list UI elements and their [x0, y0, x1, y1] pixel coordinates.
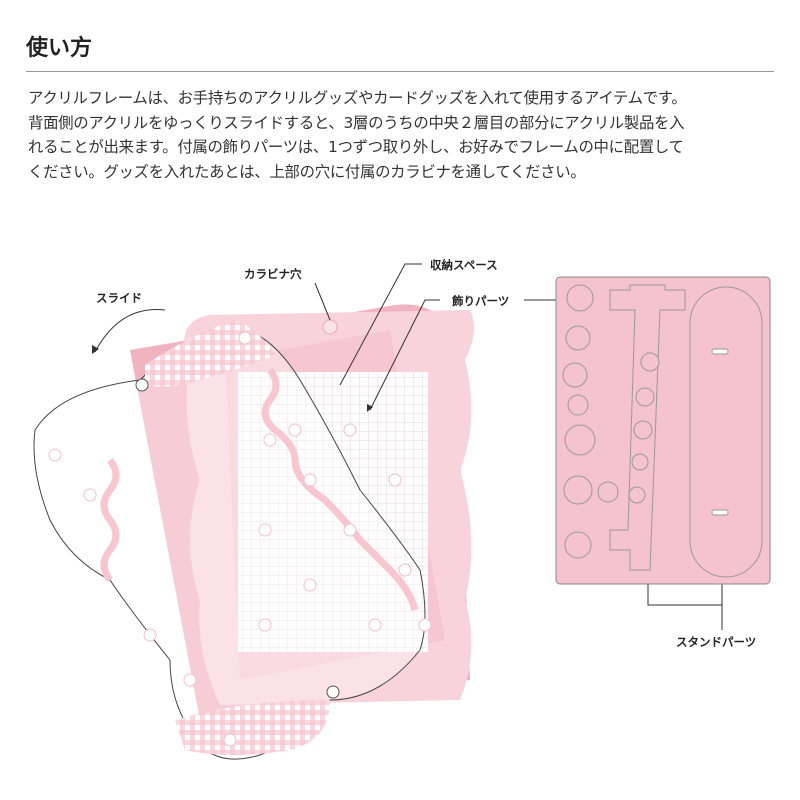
label-stand-parts: スタンドパーツ [676, 635, 757, 649]
leader-lines [314, 263, 723, 630]
flower-decorations [48, 331, 432, 747]
label-slide: スライド [96, 291, 142, 305]
paragraph-line: れることが出来ます。付属の飾りパーツは、1つずつ取り外し、お好みでフレームの中に… [28, 138, 684, 156]
paragraph-line: ください。グッズを入れたあとは、上部の穴に付属のカラビナを通してください。 [28, 162, 586, 181]
label-carabiner-hole: カラビナ穴 [244, 267, 302, 281]
label-decoration-parts: 飾りパーツ [452, 294, 510, 308]
front-acrylic [33, 319, 426, 760]
page-title: 使い方 [26, 36, 93, 61]
paragraph-line: アクリルフレームは、お手持ちのアクリルグッズやカードグッズを入れて使用するアイテ… [28, 89, 687, 107]
paragraph-line: 背面側のアクリルをゆっくりスライドすると、3層のうちの中央２層目の部分にアクリル… [28, 113, 685, 132]
label-storage-space: 収納スペース [430, 258, 498, 272]
parts-sheet [555, 276, 771, 585]
slide-arrow [94, 309, 166, 353]
divider [26, 71, 774, 72]
instructions-paragraph: アクリルフレームは、お手持ちのアクリルグッズやカードグッズを入れて使用するアイテ… [28, 86, 778, 184]
